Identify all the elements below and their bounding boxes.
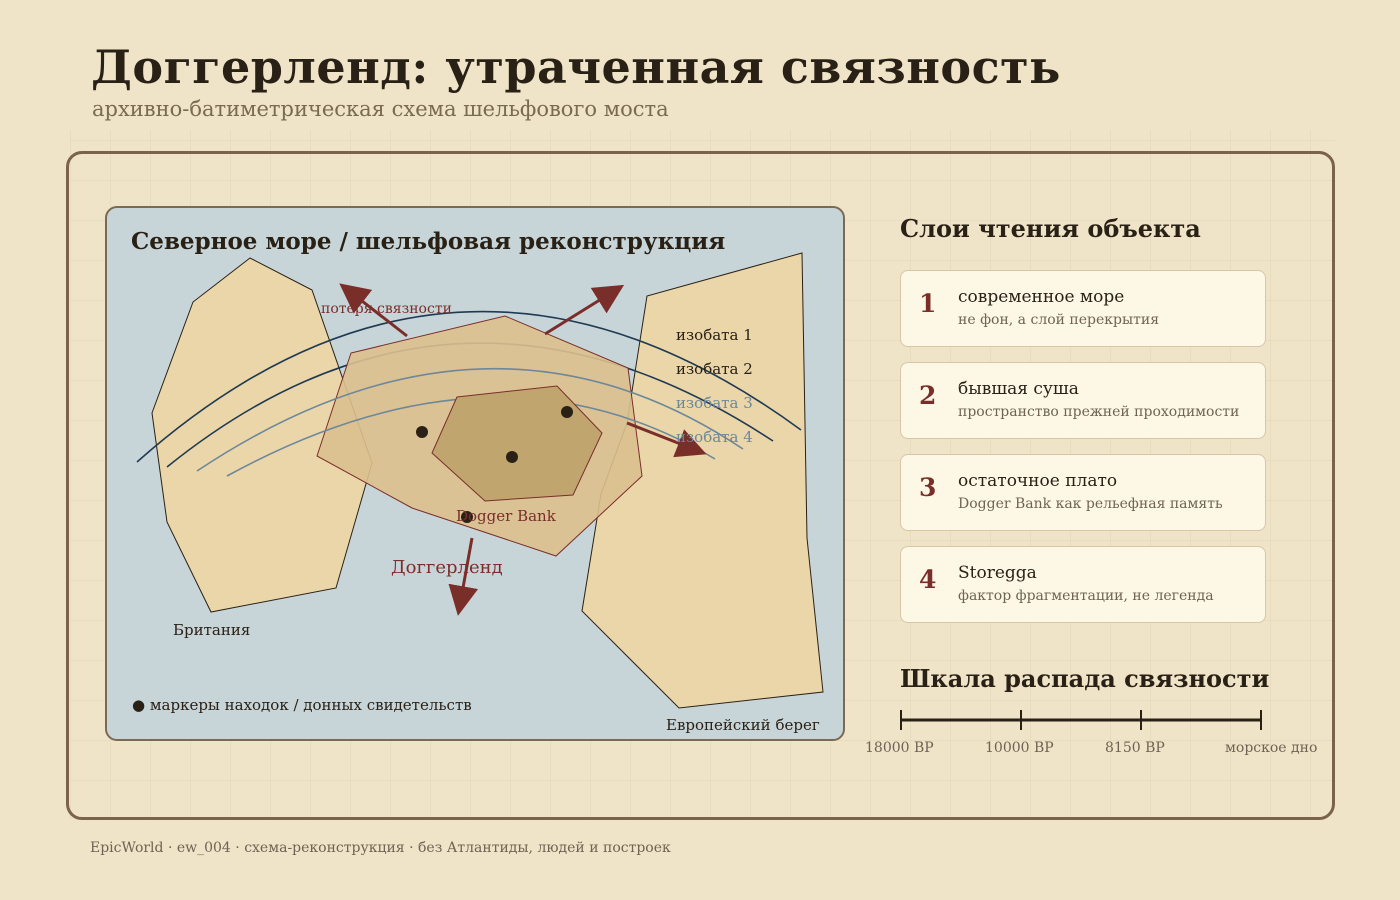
layer-number: 4 — [919, 565, 937, 594]
fragmentation-arrow-s — [448, 537, 479, 616]
isobath-2-label: изобата 2 — [676, 360, 753, 378]
britain-landmass — [151, 257, 373, 613]
scale-heading: Шкала распада связности — [900, 664, 1270, 693]
map-canvas — [136, 252, 824, 709]
layer-item: 3 остаточное плато Dogger Bank как релье… — [900, 454, 1266, 531]
layer-item: 2 бывшая суша пространство прежней прохо… — [900, 362, 1266, 439]
isobath-3-line — [196, 367, 744, 472]
europe-landmass — [581, 252, 824, 709]
scale-tick-label: 10000 BP — [985, 740, 1054, 756]
britain-label: Британия — [173, 621, 251, 639]
map-title: Северное море / шельфовая реконструкция — [131, 228, 726, 255]
isobath-1-label: изобата 1 — [676, 326, 753, 344]
layer-number: 3 — [919, 473, 937, 502]
layer-number: 2 — [919, 381, 937, 410]
footer-note: EpicWorld · ew_004 · схема-реконструкция… — [90, 840, 671, 856]
fragmentation-arrow-e — [626, 421, 707, 458]
layer-title: остаточное плато — [958, 471, 1118, 491]
main-frame — [66, 151, 1335, 820]
find-marker — [461, 511, 473, 523]
find-marker — [416, 426, 428, 438]
loss-label: потеря связности — [321, 301, 452, 317]
scale-tick-label: морское дно — [1225, 740, 1318, 756]
layer-subtitle: Dogger Bank как рельефная память — [958, 496, 1223, 512]
layer-subtitle: не фон, а слой перекрытия — [958, 312, 1160, 328]
layer-subtitle: пространство прежней проходимости — [958, 404, 1240, 420]
europe-label: Европейский берег — [666, 716, 820, 734]
map-panel: Северное море / шельфовая реконструкция … — [105, 206, 845, 741]
isobath-1-line — [136, 310, 802, 463]
map-legend: ● маркеры находок / донных свидетельств — [132, 696, 472, 714]
scale-bar — [900, 710, 1262, 730]
page-subtitle: архивно-батиметрическая схема шельфового… — [92, 97, 669, 121]
layer-number: 1 — [919, 289, 937, 318]
layer-item: 1 современное море не фон, а слой перекр… — [900, 270, 1266, 347]
scale-tick-label: 18000 BP — [865, 740, 934, 756]
layer-subtitle: фактор фрагментации, не легенда — [958, 588, 1214, 604]
doggerland-label: Доггерленд — [391, 557, 503, 578]
page-title: Доггерленд: утраченная связность — [91, 40, 1061, 94]
layer-item: 4 Storegga фактор фрагментации, не леген… — [900, 546, 1266, 623]
fragmentation-arrow-nw — [339, 283, 408, 338]
scale-tick-label: 8150 BP — [1105, 740, 1165, 756]
isobath-3-label: изобата 3 — [676, 394, 753, 412]
fragmentation-arrow-ne — [544, 284, 625, 336]
dogger-bank-label: Dogger Bank — [456, 507, 556, 525]
layers-heading: Слои чтения объекта — [900, 214, 1201, 243]
layer-title: современное море — [958, 287, 1125, 307]
dogger-bank-plateau — [431, 385, 603, 502]
layer-title: бывшая суша — [958, 379, 1079, 399]
isobath-4-label: изобата 4 — [676, 428, 753, 446]
find-marker — [561, 406, 573, 418]
find-marker — [506, 451, 518, 463]
layer-title: Storegga — [958, 563, 1037, 583]
